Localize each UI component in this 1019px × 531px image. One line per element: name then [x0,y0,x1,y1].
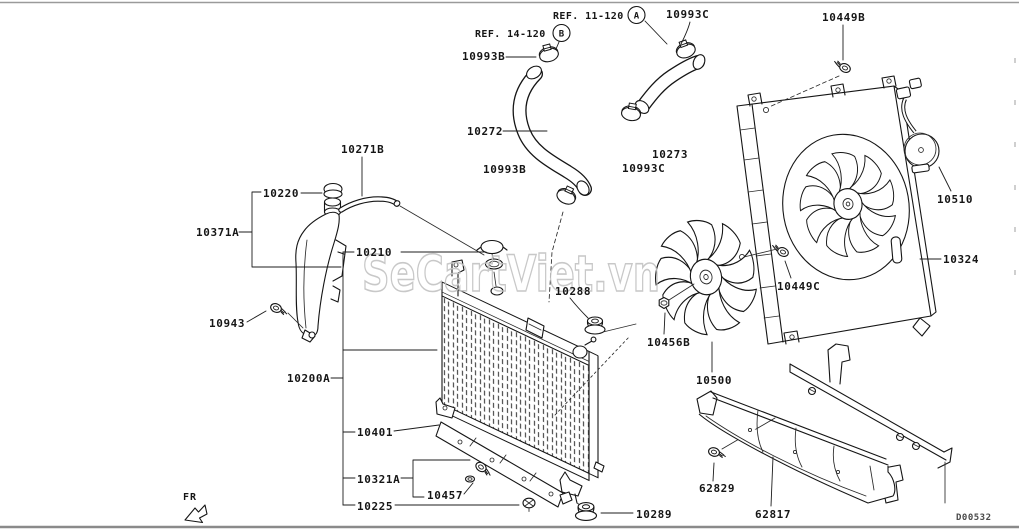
part-label-10456b: 10456B [647,336,690,349]
fr-label: FR [183,492,197,503]
part-label-62829: 62829 [699,482,735,495]
shroud-screw-lower-drawing [743,242,791,259]
part-labels: REF. 11-120 A REF. 14-120 B 10993C 10449… [196,5,979,521]
part-label-10993c-upper: 10993C [666,8,709,21]
part-label-10449c: 10449C [777,280,820,293]
lower-hose-drawing [634,54,706,114]
fan-motor-drawing [895,77,940,174]
part-label-10225: 10225 [357,500,393,513]
fan-shroud-drawing [736,75,937,345]
part-label-10288: 10288 [555,285,591,298]
part-label-10993b-upper: 10993B [462,50,505,63]
lower-bracket-drawing [435,421,573,508]
upper-mount-cushion-drawing [584,316,637,335]
part-label-10200a: 10200A [287,372,330,385]
part-label-10371a: 10371A [196,226,239,239]
reservoir-tank-drawing [295,182,347,343]
part-label-10457: 10457 [427,489,463,502]
upper-hose-clamp-top [536,41,561,65]
radiator-drawing [435,259,605,508]
watermark: SeCartViet.vn [362,245,660,303]
part-label-62817: 62817 [755,508,791,521]
part-label-10220: 10220 [263,187,299,200]
part-label-10210: 10210 [356,246,392,259]
shroud-fan-silhouette [791,142,902,264]
upper-hose-drawing [512,65,592,196]
part-label-10401: 10401 [357,426,393,439]
part-label-10324: 10324 [943,253,979,266]
leader-lines [238,20,952,514]
ref-marker-a: A [634,11,640,21]
ref-circle-b [552,23,571,43]
part-label-10289: 10289 [636,508,672,521]
ref-marker-b: B [559,29,565,39]
clip-drawing [522,497,536,512]
cooling-fan-drawing [646,209,763,343]
alignment-dotted-line [554,335,631,416]
hose-alignment-dash [548,211,564,303]
shroud-screw-upper-drawing [768,58,853,108]
part-label-10273: 10273 [652,148,688,161]
part-label-10321a: 10321A [357,473,400,486]
part-label-10510: 10510 [937,193,973,206]
air-guide-drawing [696,343,953,504]
part-label-10993b-lower: 10993B [483,163,526,176]
part-label-10993c-lower: 10993C [622,162,665,175]
upper-hose-clamp-bottom [554,182,580,208]
ref-label-14-120: REF. 14-120 [475,29,546,40]
part-label-10272: 10272 [467,125,503,138]
part-label-10449b: 10449B [822,11,865,24]
fan-nut-drawing [658,283,695,310]
radiator-cap-drawing [476,239,508,270]
part-label-10271b: 10271B [341,143,384,156]
part-label-10500: 10500 [696,374,732,387]
ref-circle-a [627,5,646,25]
fr-arrow-icon [184,504,208,524]
drain-bolt-drawing [464,459,495,483]
lower-mount-cushion-drawing [574,501,598,521]
overflow-hose-drawing [338,196,485,256]
part-label-10943: 10943 [209,317,245,330]
ref-label-11-120: REF. 11-120 [553,11,624,22]
fr-direction-indicator: FR [183,492,208,524]
reservoir-screw-drawing [268,301,304,329]
drawing-code: D00532 [956,513,992,523]
